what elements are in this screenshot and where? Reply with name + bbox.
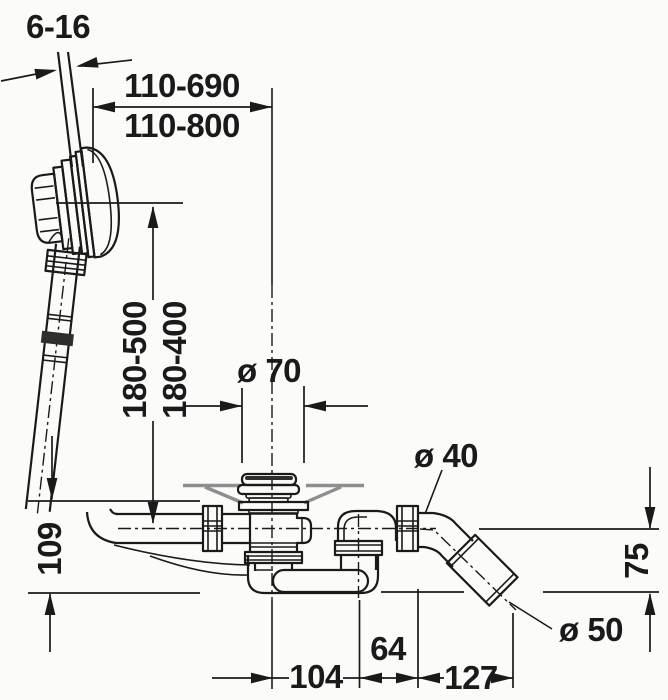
arrowhead	[304, 400, 326, 412]
outlet-pipe-diameter-leader	[424, 469, 443, 515]
overflow-cap-dome	[80, 146, 121, 259]
overflow-fitting	[30, 146, 121, 259]
outlet-pipe-diameter-label: ø 40	[414, 437, 478, 474]
tub-floor	[183, 483, 364, 505]
overflow-pipe-centerline	[36, 238, 70, 515]
arrowhead	[46, 478, 58, 500]
overflow-pipe	[24, 238, 88, 515]
arrowhead	[644, 593, 656, 615]
trap	[246, 555, 380, 595]
arrowhead	[34, 64, 59, 80]
wall-thickness-label: 6-16	[26, 8, 90, 45]
connection-diameter-label: ø 50	[559, 611, 623, 648]
tub-wall-section	[56, 51, 85, 168]
dim-overflow-height: 180-500 180-400	[56, 202, 193, 524]
overflow-distance-max-label: 110-800	[124, 107, 240, 144]
overflow-pipe-walls	[24, 243, 82, 512]
arrowhead	[360, 672, 382, 684]
arrowhead	[93, 101, 115, 113]
arrowhead	[418, 672, 440, 684]
body-depth-label: 109	[31, 522, 68, 576]
arrowhead	[250, 101, 272, 113]
arrowhead	[396, 672, 418, 684]
right-union-nut	[395, 504, 420, 553]
waste-diameter-ext-lines	[241, 386, 305, 463]
dim-wall-thickness: 6-16	[0, 8, 133, 82]
waste-lower-nut	[243, 550, 304, 565]
spacing-union-to-end-label: 127	[444, 659, 498, 696]
overflow-pipe-union-threads	[45, 255, 86, 271]
dim-overflow-distance: 110-690 110-800	[92, 67, 273, 689]
waste-flange	[237, 500, 310, 512]
label-connection-diameter: ø 50	[508, 601, 624, 648]
wall-thickness-dim-lines	[0, 59, 133, 82]
overflow-body-details	[34, 185, 63, 244]
outlet-pipe-centerline	[419, 528, 517, 611]
waste-plug-disc	[236, 483, 301, 496]
overflow-pipe-joint-1	[47, 313, 72, 322]
connection-diameter-leader	[508, 601, 553, 630]
overflow-pipe-seal-band	[40, 330, 74, 347]
trap-inner-tube	[271, 568, 370, 594]
arrowhead	[644, 507, 656, 529]
pipe-walls	[116, 512, 249, 545]
overflow-height-a-label: 180-500	[116, 301, 153, 419]
arrowhead	[44, 593, 56, 615]
dim-outlet-drop: 75	[381, 467, 659, 652]
horizontal-pipe-run	[85, 504, 436, 576]
overflow-cap-inner-arc	[87, 148, 113, 256]
waste-body-walls	[248, 513, 299, 552]
outlet-pipe-bottom-edge	[418, 545, 454, 568]
label-outlet-pipe-diameter: ø 40	[414, 437, 479, 515]
outlet-sleeve-joints	[449, 537, 515, 603]
waste-lower-nut-lines	[245, 555, 302, 561]
right-union-details	[397, 506, 418, 551]
spacing-elbow-to-union-label: 64	[370, 630, 407, 667]
dim-body-depth: 109	[28, 436, 200, 652]
dim-bottom-chain: 104 64 127	[212, 589, 514, 696]
right-elbow-dome	[336, 509, 398, 541]
overflow-pipe-joint-2	[42, 354, 68, 364]
body-depth-ref-lines	[28, 500, 200, 594]
outlet-elbow-assembly	[333, 504, 420, 598]
left-union-details	[203, 506, 222, 551]
outlet-sleeve	[445, 533, 519, 607]
outlet-sleeve-body	[445, 533, 519, 607]
arrowhead	[74, 57, 99, 72]
outlet-drop-label: 75	[618, 543, 655, 579]
arrowhead	[147, 206, 159, 228]
tub-wall-lines	[56, 51, 85, 168]
dim-waste-diameter: ø 70	[186, 352, 368, 463]
outlet-pipe-45	[418, 511, 519, 611]
arrowhead	[220, 400, 242, 412]
tub-floor-funnel	[204, 485, 342, 505]
waste-assembly	[236, 472, 313, 571]
riser-walls	[339, 555, 378, 570]
waste-flange-step	[248, 509, 299, 514]
waste-plug-cap-top	[245, 476, 293, 480]
outlet-drop-ref-lines	[381, 528, 659, 593]
arrowhead	[251, 672, 273, 684]
pipe-under-curves	[113, 544, 251, 576]
spacing-waste-to-elbow-label: 104	[289, 658, 344, 695]
overflow-distance-dim-lines	[92, 88, 272, 163]
waste-body-joints	[250, 513, 297, 553]
elbow-outer	[85, 511, 117, 545]
overflow-height-b-label: 180-400	[156, 301, 193, 419]
bottom-ext-lines	[358, 589, 514, 688]
overflow-distance-min-label: 110-690	[124, 67, 240, 104]
waste-diameter-label: ø 70	[237, 352, 301, 389]
left-union-nut	[201, 504, 224, 553]
waste-side-port	[297, 516, 313, 545]
overflow-body	[30, 172, 64, 244]
outlet-pipe-top-edge	[418, 511, 474, 542]
